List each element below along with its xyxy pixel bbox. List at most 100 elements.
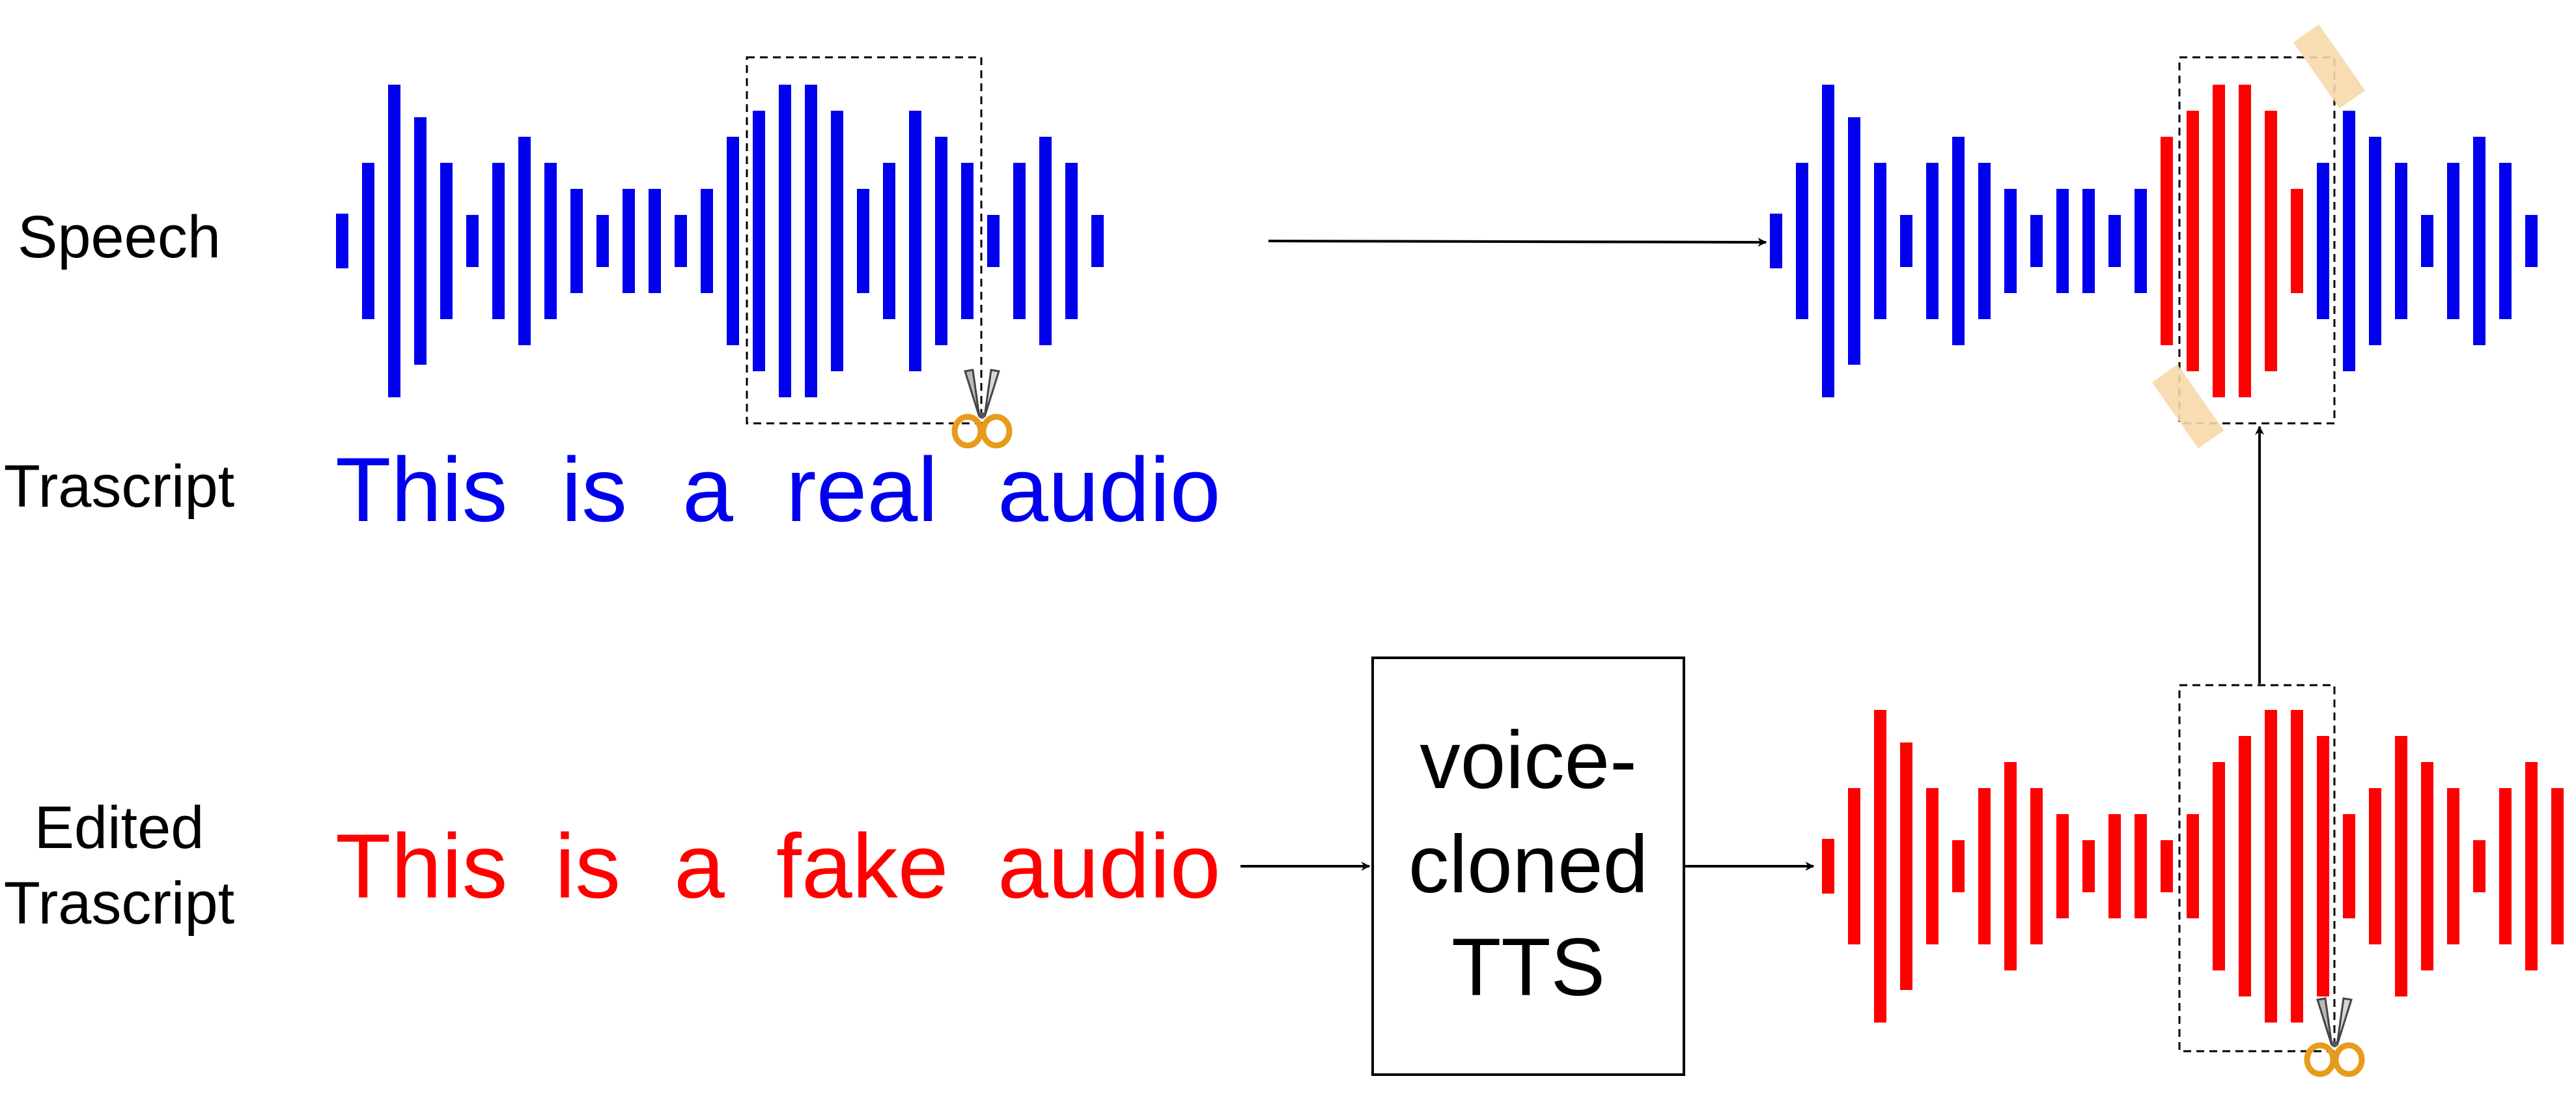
waveform-bar [1013,163,1026,319]
waveform-bar [2213,762,2225,970]
tts-box [1371,657,1685,1076]
tape-strip-icon [2293,24,2366,109]
waveform-bar [2421,215,2433,267]
waveform-bar [2213,85,2225,397]
waveform-bar [2525,762,2538,970]
real-word: is [561,438,627,541]
waveform-bar [935,137,947,345]
waveform-bar [2343,111,2355,371]
waveform-bar [2239,736,2251,996]
waveform-bar [649,189,661,293]
fake-word: This [335,815,507,917]
waveform-bar [2265,111,2277,371]
tts-label-line2: cloned [1408,819,1648,910]
waveform-bar [518,137,531,345]
scissors-icon [2304,997,2365,1077]
waveform-bar [2004,762,2017,970]
fake-word: is [555,815,621,917]
waveform-bar [1039,137,1052,345]
waveform-bar [1900,742,1912,990]
waveform-bar [2056,814,2069,918]
waveform-bar [596,215,609,267]
waveform-bar [2447,788,2459,944]
waveform-bar [831,111,843,371]
waveform-bar [883,163,895,319]
waveform-bar [909,111,921,371]
waveform-bar [2291,189,2303,293]
waveform-bar [2525,215,2538,267]
fake-speech-waveform [1822,710,2564,1023]
waveform-bar [2161,840,2173,892]
waveform-bar [2030,788,2043,944]
fake-word: a [674,815,725,917]
real-speech-waveform [336,85,1104,397]
waveform-bar [1770,214,1782,268]
tts-label-line1: voice- [1420,715,1636,806]
waveform-bar [2082,189,2095,293]
waveform-bar [2161,137,2173,345]
waveform-bar [1065,163,1078,319]
waveform-bar [2369,137,2381,345]
waveform-bar [2499,788,2512,944]
label-edited-line2: Trascript [4,870,234,937]
fake-word: audio [998,815,1221,917]
cut-region-box-fake [2178,684,2336,1053]
waveform-bar [1926,163,1939,319]
cut-region-box-real [746,56,983,425]
splice-region-box [2178,56,2336,425]
waveform-bar [440,163,453,319]
waveform-bar [1978,788,1991,944]
waveform-bar [1091,215,1104,267]
waveform-bar [623,189,635,293]
waveform-bar [2473,137,2485,345]
tape-strip-icon [2151,364,2224,449]
waveform-bar [466,215,479,267]
waveform-bar [2030,215,2043,267]
waveform-bar [857,189,869,293]
waveform-bar [388,85,400,397]
waveform-bar [2395,163,2407,319]
waveform-bar [2551,788,2564,944]
waveform-bar [414,117,427,365]
real-word: real [786,438,938,541]
waveform-bar [779,85,791,397]
real-word: a [682,438,733,541]
waveform-bar [1952,137,1965,345]
waveform-bar [1952,840,1965,892]
waveform-bar [2187,111,2199,371]
waveform-bar [2004,189,2017,293]
fake-word: fake [776,815,949,917]
waveform-bar [961,163,973,319]
waveform-bar [362,163,374,319]
waveform-bar [987,215,1000,267]
waveform-bar [2369,788,2381,944]
waveform-bar [2239,85,2251,397]
waveform-bar [2499,163,2512,319]
waveform-bar [336,214,348,268]
waveform-bar [544,163,557,319]
waveform-bar [2265,710,2277,1023]
waveform-bar [492,163,505,319]
waveform-bar [2447,163,2459,319]
fake-transcript: This is a fake audio [335,815,1221,917]
waveform-bar [570,189,583,293]
label-transcript: Trascript [4,453,234,520]
real-word: This [335,438,507,541]
arrow-icon [1268,237,1767,247]
waveform-bar [2421,762,2433,970]
waveform-bar [1874,710,1886,1023]
waveform-bar [1848,788,1860,944]
waveform-bar [2135,189,2147,293]
waveform-bar [2056,189,2069,293]
real-word: audio [998,438,1221,541]
waveform-bar [2108,814,2121,918]
waveform-bar [1874,163,1886,319]
waveform-bar [727,137,739,345]
waveform-bar [2291,710,2303,1023]
waveform-bar [1848,117,1860,365]
waveform-bar [1926,788,1939,944]
waveform-bar [1978,163,1991,319]
scissors-icon [951,369,1013,449]
waveform-bar [2082,840,2095,892]
waveform-bar [701,189,713,293]
